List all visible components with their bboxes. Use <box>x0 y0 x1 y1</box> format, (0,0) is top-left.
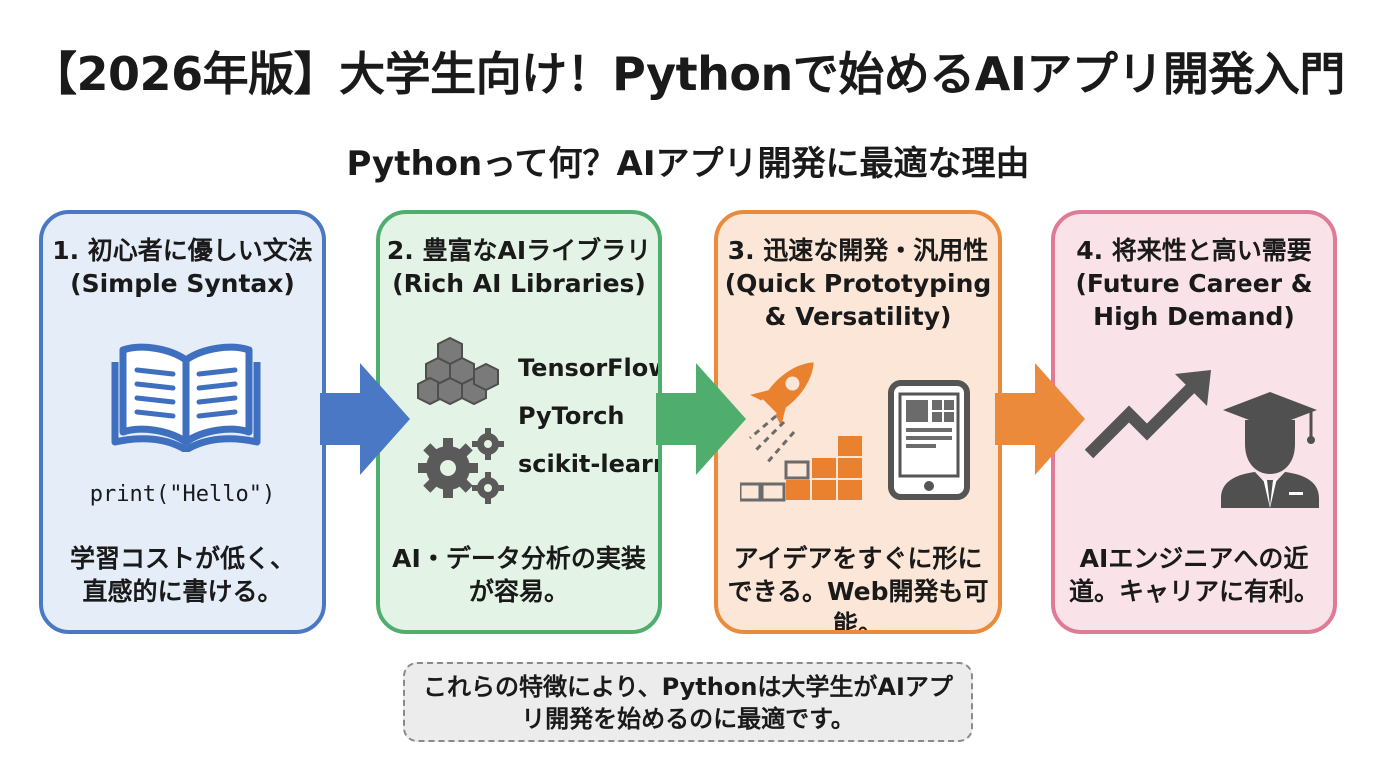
main-title: 【2026年版】大学生向け！Pythonで始めるAIアプリ開発入門 <box>31 47 1345 101</box>
card-heading: 3. 迅速な開発・汎用性 (Quick Prototyping & Versat… <box>718 234 998 333</box>
card-description-line: 道。キャリアに有利。 <box>1068 577 1319 606</box>
card-heading: 2. 豊富なAIライブラリ (Rich AI Libraries) <box>380 234 658 300</box>
card-heading-line: (Rich AI Libraries) <box>392 269 646 298</box>
card-description-line: AIエンジニアへの近 <box>1079 544 1309 573</box>
card-description: AI・データ分析の実装 が容易。 <box>380 542 658 608</box>
open-book-icon <box>111 343 261 452</box>
card-heading-line: (Simple Syntax) <box>70 269 295 298</box>
card-heading-line: (Future Career & <box>1075 269 1313 298</box>
card-heading-line: High Demand) <box>1093 302 1295 331</box>
card-heading: 1. 初心者に優しい文法 (Simple Syntax) <box>43 234 322 300</box>
card-description-line: 学習コストが低く、 <box>69 544 295 573</box>
rocket-blocks-icon <box>740 362 862 502</box>
subtitle: Pythonって何？AIアプリ開発に最適な理由 <box>346 144 1030 184</box>
conclusion-box: これらの特徴により、Pythonは大学生がAIアプ リ開発を始めるのに最適です。 <box>403 662 973 742</box>
arrow-right-icon <box>995 363 1085 475</box>
card-description: アイデアをすぐに形に できる。Web開発も可 能。 <box>718 542 998 634</box>
card-description-line: が容易。 <box>468 577 569 606</box>
card-rich-ai-libraries: 2. 豊富なAIライブラリ (Rich AI Libraries) <box>376 210 662 634</box>
library-item-scikit-learn: scikit-learn <box>518 450 662 478</box>
card-heading-line: 4. 将来性と高い需要 <box>1076 236 1312 265</box>
tablet-icon <box>888 380 970 500</box>
library-item-tensorflow: TensorFlow <box>518 354 662 382</box>
card-heading-line: 2. 豊富なAIライブラリ <box>386 236 652 265</box>
code-sample: print("Hello") <box>89 482 276 507</box>
gears-icon <box>418 428 504 504</box>
arrow-right-icon <box>320 363 410 475</box>
card-description-line: できる。Web開発も可 <box>727 577 989 606</box>
card-simple-syntax: 1. 初心者に優しい文法 (Simple Syntax) print("Hell… <box>39 210 326 634</box>
card-description: 学習コストが低く、 直感的に書ける。 <box>43 542 322 608</box>
card-future-career: 4. 将来性と高い需要 (Future Career & High Demand… <box>1051 210 1337 634</box>
card-heading: 4. 将来性と高い需要 (Future Career & High Demand… <box>1055 234 1333 333</box>
card-heading-line: & Versatility) <box>764 302 952 331</box>
card-description-line: 直感的に書ける。 <box>82 577 283 606</box>
conclusion-line: リ開発を始めるのに最適です。 <box>521 705 855 733</box>
card-heading-line: 3. 迅速な開発・汎用性 <box>727 236 989 265</box>
card-heading-line: (Quick Prototyping <box>724 269 992 298</box>
card-quick-prototyping: 3. 迅速な開発・汎用性 (Quick Prototyping & Versat… <box>714 210 1002 634</box>
card-description: AIエンジニアへの近 道。キャリアに有利。 <box>1055 542 1333 608</box>
trend-up-icon <box>1084 370 1211 459</box>
conclusion-line: これらの特徴により、Pythonは大学生がAIアプ <box>423 673 953 701</box>
graduate-icon <box>1221 392 1319 508</box>
card-description-line: AI・データ分析の実装 <box>392 544 646 573</box>
card-description-line: 能。 <box>832 610 883 634</box>
cubes-icon <box>417 336 499 406</box>
arrow-right-icon <box>656 363 746 475</box>
card-heading-line: 1. 初心者に優しい文法 <box>52 236 313 265</box>
library-item-pytorch: PyTorch <box>518 402 625 430</box>
card-description-line: アイデアをすぐに形に <box>733 544 983 573</box>
